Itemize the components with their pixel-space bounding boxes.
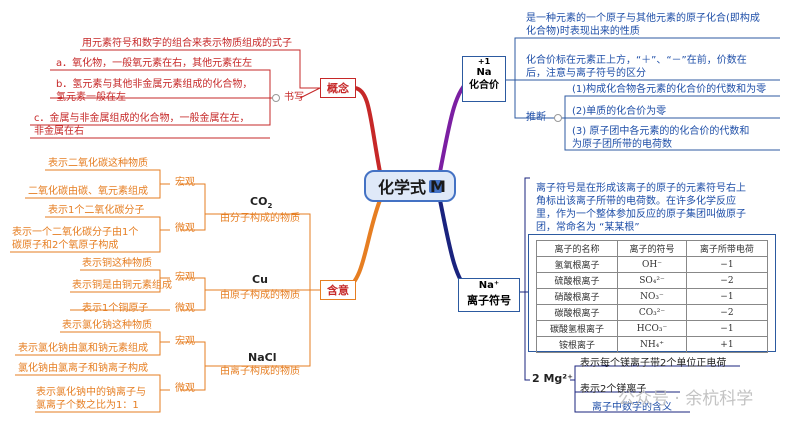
cu-formula: Cu xyxy=(252,273,268,286)
table-header: 离子的名称 xyxy=(535,240,619,257)
valence-rules-label: 推断 xyxy=(526,112,546,123)
nacl-subtitle: 由离子构成的物质 xyxy=(220,366,300,377)
table-header: 离子所带电荷 xyxy=(685,240,769,257)
table-header-row: 离子的名称 离子的符号 离子所带电荷 xyxy=(535,240,769,257)
valence-rule: 为原子团所带的电荷数 xyxy=(572,139,672,150)
concept-item: b．氢元素与其他非金属元素组成的化合物， xyxy=(56,79,253,90)
meaning-label: 含意 xyxy=(327,284,349,297)
concept-item: c．金属与非金属组成的化合物，一般金属在左， xyxy=(34,113,250,124)
table-cell: OH⁻ xyxy=(617,256,687,273)
valence-node[interactable]: +1 Na 化合价 xyxy=(462,56,506,102)
table-cell: 铵根离子 xyxy=(535,336,619,353)
valence-definition-line: 是一种元素的一个原子与其他元素的原子化合(即构成 xyxy=(526,13,760,24)
concept-definition: 用元素符号和数字的组合来表示物质组成的式子 xyxy=(82,38,292,49)
table-cell: 硝酸根离子 xyxy=(535,288,619,305)
table-header: 离子的符号 xyxy=(617,240,687,257)
valence-symbol: Na xyxy=(476,67,492,78)
table-cell: 氢氧根离子 xyxy=(535,256,619,273)
table-cell: −2 xyxy=(685,304,769,321)
table-cell: HCO₃⁻ xyxy=(617,320,687,337)
concept-item: a．氧化物，一般氧元素在右，其他元素在左 xyxy=(56,58,253,69)
co2-macro-item: 表示二氧化碳这种物质 xyxy=(48,158,148,169)
co2-micro-item: 表示一个二氧化碳分子由1个 xyxy=(12,227,139,238)
concept-node[interactable]: 概念 xyxy=(320,78,356,98)
cu-micro-item: 表示1个铜原子 xyxy=(82,303,149,314)
writing-label: 书写 xyxy=(284,92,304,103)
nacl-micro-label: 微观 xyxy=(175,383,195,394)
collapse-toggle[interactable] xyxy=(272,94,280,102)
table-cell: 碳酸氢根离子 xyxy=(535,320,619,337)
table-cell: +1 xyxy=(685,336,769,353)
central-topic[interactable]: 化学式 M xyxy=(364,170,456,202)
table-cell: 硫酸根离子 xyxy=(535,272,619,289)
ion-definition-line: 里，作为一个整体参加反应的原子集团叫做原子 xyxy=(536,209,746,220)
cu-subtitle: 由原子构成的物质 xyxy=(220,290,300,301)
ion-definition-line: 团，常命名为 “某某根” xyxy=(536,222,640,233)
table-cell: −1 xyxy=(685,256,769,273)
nacl-macro-label: 宏观 xyxy=(175,336,195,347)
marker-icon: M xyxy=(429,176,446,196)
valence-rule: (1)构成化合物各元素的化合价的代数和为零 xyxy=(572,84,767,95)
watermark: 公众号 · 余杭科学 xyxy=(618,389,754,409)
nacl-macro-item: 表示氯化钠由氯和钠元素组成 xyxy=(18,343,148,354)
nacl-micro-item: 表示氯化钠中的钠离子与 xyxy=(36,387,146,398)
nacl-formula: NaCl xyxy=(248,351,277,364)
valence-notation-line: 后，注意与离子符号的区分 xyxy=(526,68,646,79)
cu-macro-item: 表示铜是由铜元素组成 xyxy=(72,280,172,291)
valence-label: 化合价 xyxy=(469,80,499,91)
concept-item: 氢元素一般在左 xyxy=(56,92,126,103)
co2-formula: CO2 xyxy=(250,195,273,211)
ion-example-note: 表示2个镁离子 xyxy=(580,384,647,395)
table-cell: −2 xyxy=(685,272,769,289)
cu-macro-item: 表示铜这种物质 xyxy=(82,258,152,269)
ion-label: 离子符号 xyxy=(467,294,511,307)
valence-symbol-top: +1 xyxy=(477,57,491,66)
co2-micro-item: 碳原子和2个氧原子构成 xyxy=(12,240,119,251)
valence-definition-line: 化合物)时表现出来的性质 xyxy=(526,26,640,37)
ion-symbol: Na⁺ xyxy=(478,280,500,291)
valence-rule: (2)单质的化合价为零 xyxy=(572,106,667,117)
table-cell: −1 xyxy=(685,320,769,337)
co2-micro-label: 微观 xyxy=(175,223,195,234)
cu-macro-label: 宏观 xyxy=(175,272,195,283)
ion-example: 2 Mg²⁺ xyxy=(532,372,573,385)
central-title: 化学式 xyxy=(377,178,426,197)
valence-notation-line: 化合价标在元素正上方，“＋”、“－”在前，价数在 xyxy=(526,55,747,66)
table-cell: 碳酸根离子 xyxy=(535,304,619,321)
co2-micro-item: 表示1个二氧化碳分子 xyxy=(48,205,145,216)
ion-number-meaning: 离子中数字的含义 xyxy=(592,402,672,413)
co2-subtitle: 由分子构成的物质 xyxy=(220,213,300,224)
collapse-toggle[interactable] xyxy=(554,114,562,122)
table-cell: SO₄²⁻ xyxy=(617,272,687,289)
table-cell: −1 xyxy=(685,288,769,305)
table-cell: NH₄⁺ xyxy=(617,336,687,353)
nacl-micro-item: 氯化钠由氯离子和钠离子构成 xyxy=(18,363,148,374)
nacl-micro-item: 氯离子个数之比为1：1 xyxy=(36,400,139,411)
co2-macro-label: 宏观 xyxy=(175,177,195,188)
co2-macro-item: 二氧化碳由碳、氧元素组成 xyxy=(28,186,148,197)
cu-micro-label: 微观 xyxy=(175,303,195,314)
table-cell: NO₃⁻ xyxy=(617,288,687,305)
concept-label: 概念 xyxy=(327,82,349,95)
ion-definition-line: 角标出该离子所带的电荷数。在许多化学反应 xyxy=(536,196,736,207)
ion-node[interactable]: Na⁺ 离子符号 xyxy=(458,278,520,312)
valence-rule: (3) 原子团中各元素的的化合价的代数和 xyxy=(572,126,750,137)
table-cell: CO₃²⁻ xyxy=(617,304,687,321)
ion-definition-line: 离子符号是在形成该离子的原子的元素符号右上 xyxy=(536,183,746,194)
ion-example-note: 表示每个镁离子带2个单位正电荷 xyxy=(580,358,727,369)
nacl-macro-item: 表示氯化钠这种物质 xyxy=(62,320,152,331)
concept-item: 非金属在右 xyxy=(34,126,84,137)
meaning-node[interactable]: 含意 xyxy=(320,280,356,300)
